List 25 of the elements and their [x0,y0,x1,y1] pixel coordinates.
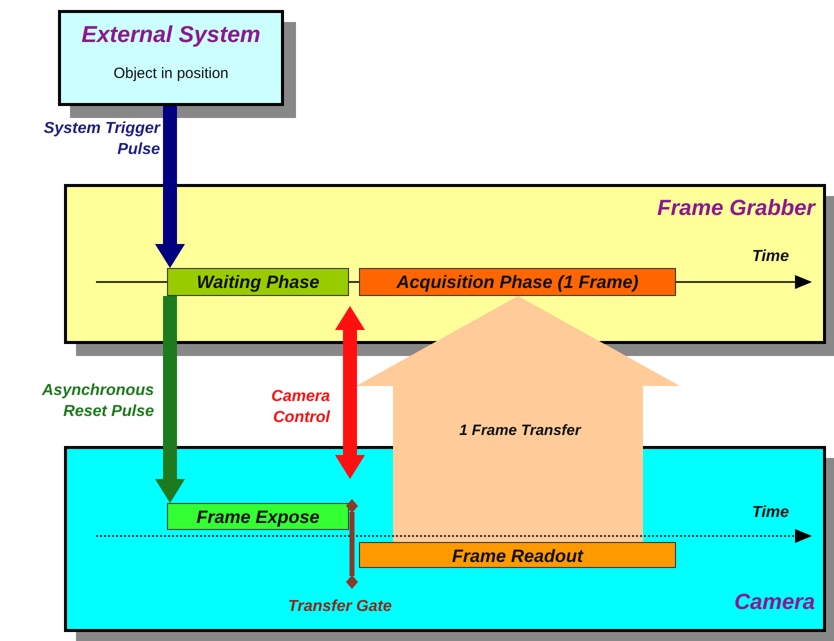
transfer-block-arrow [356,296,680,542]
phase-label: Acquisition Phase (1 Frame) [395,272,640,293]
frame-grabber-panel [64,184,826,344]
edge-label: Asynchronous Reset Pulse [40,381,154,422]
panel-title: Camera [734,589,815,615]
title: External System [80,21,262,48]
phase-bar [359,268,676,296]
edge-label: System Trigger Pulse [42,119,160,160]
phase-bar [167,268,349,296]
system-box [58,10,284,106]
signal-arrow [155,106,185,268]
phase-bar [167,503,349,530]
signal-arrow [155,296,185,503]
phase-label: Frame Readout [450,546,584,567]
axis-label: Time [752,248,790,266]
edge-label: Camera Control [270,387,330,428]
phase-bar [359,542,676,568]
signal-arrow [335,306,365,479]
edge-label: 1 Frame Transfer [458,421,582,441]
axis-label: Time [752,504,790,522]
subtitle: Object in position [112,65,230,82]
gate-label: Transfer Gate [288,598,392,616]
panel-title: Frame Grabber [657,195,815,221]
phase-label: Waiting Phase [196,272,320,293]
phase-label: Frame Expose [195,507,321,528]
